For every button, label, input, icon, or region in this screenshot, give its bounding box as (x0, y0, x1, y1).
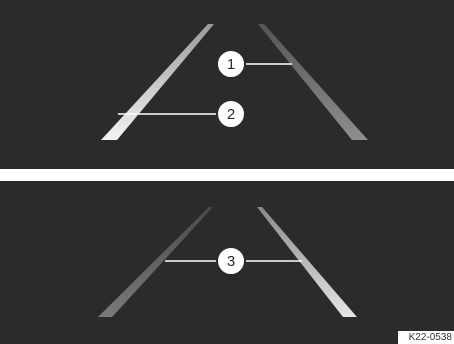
top-lane-diagram: 1 2 (101, 24, 368, 140)
callout-3-number: 3 (227, 253, 235, 270)
bottom-panel: 3 K22-0538 (0, 181, 454, 344)
right-lane-line (258, 24, 368, 140)
figure-reference-code: K22-0538 (398, 331, 454, 344)
right-lane-line (257, 207, 357, 317)
callout-2-circle (216, 99, 246, 129)
top-panel: 1 2 (0, 0, 454, 169)
callout-1-circle (216, 49, 246, 79)
bottom-lane-diagram: 3 (98, 207, 357, 317)
callout-2-number: 2 (227, 106, 235, 123)
callout-3-circle (216, 246, 246, 276)
left-lane-line (101, 24, 214, 140)
left-lane-line (98, 207, 213, 317)
callout-1-number: 1 (227, 56, 235, 73)
